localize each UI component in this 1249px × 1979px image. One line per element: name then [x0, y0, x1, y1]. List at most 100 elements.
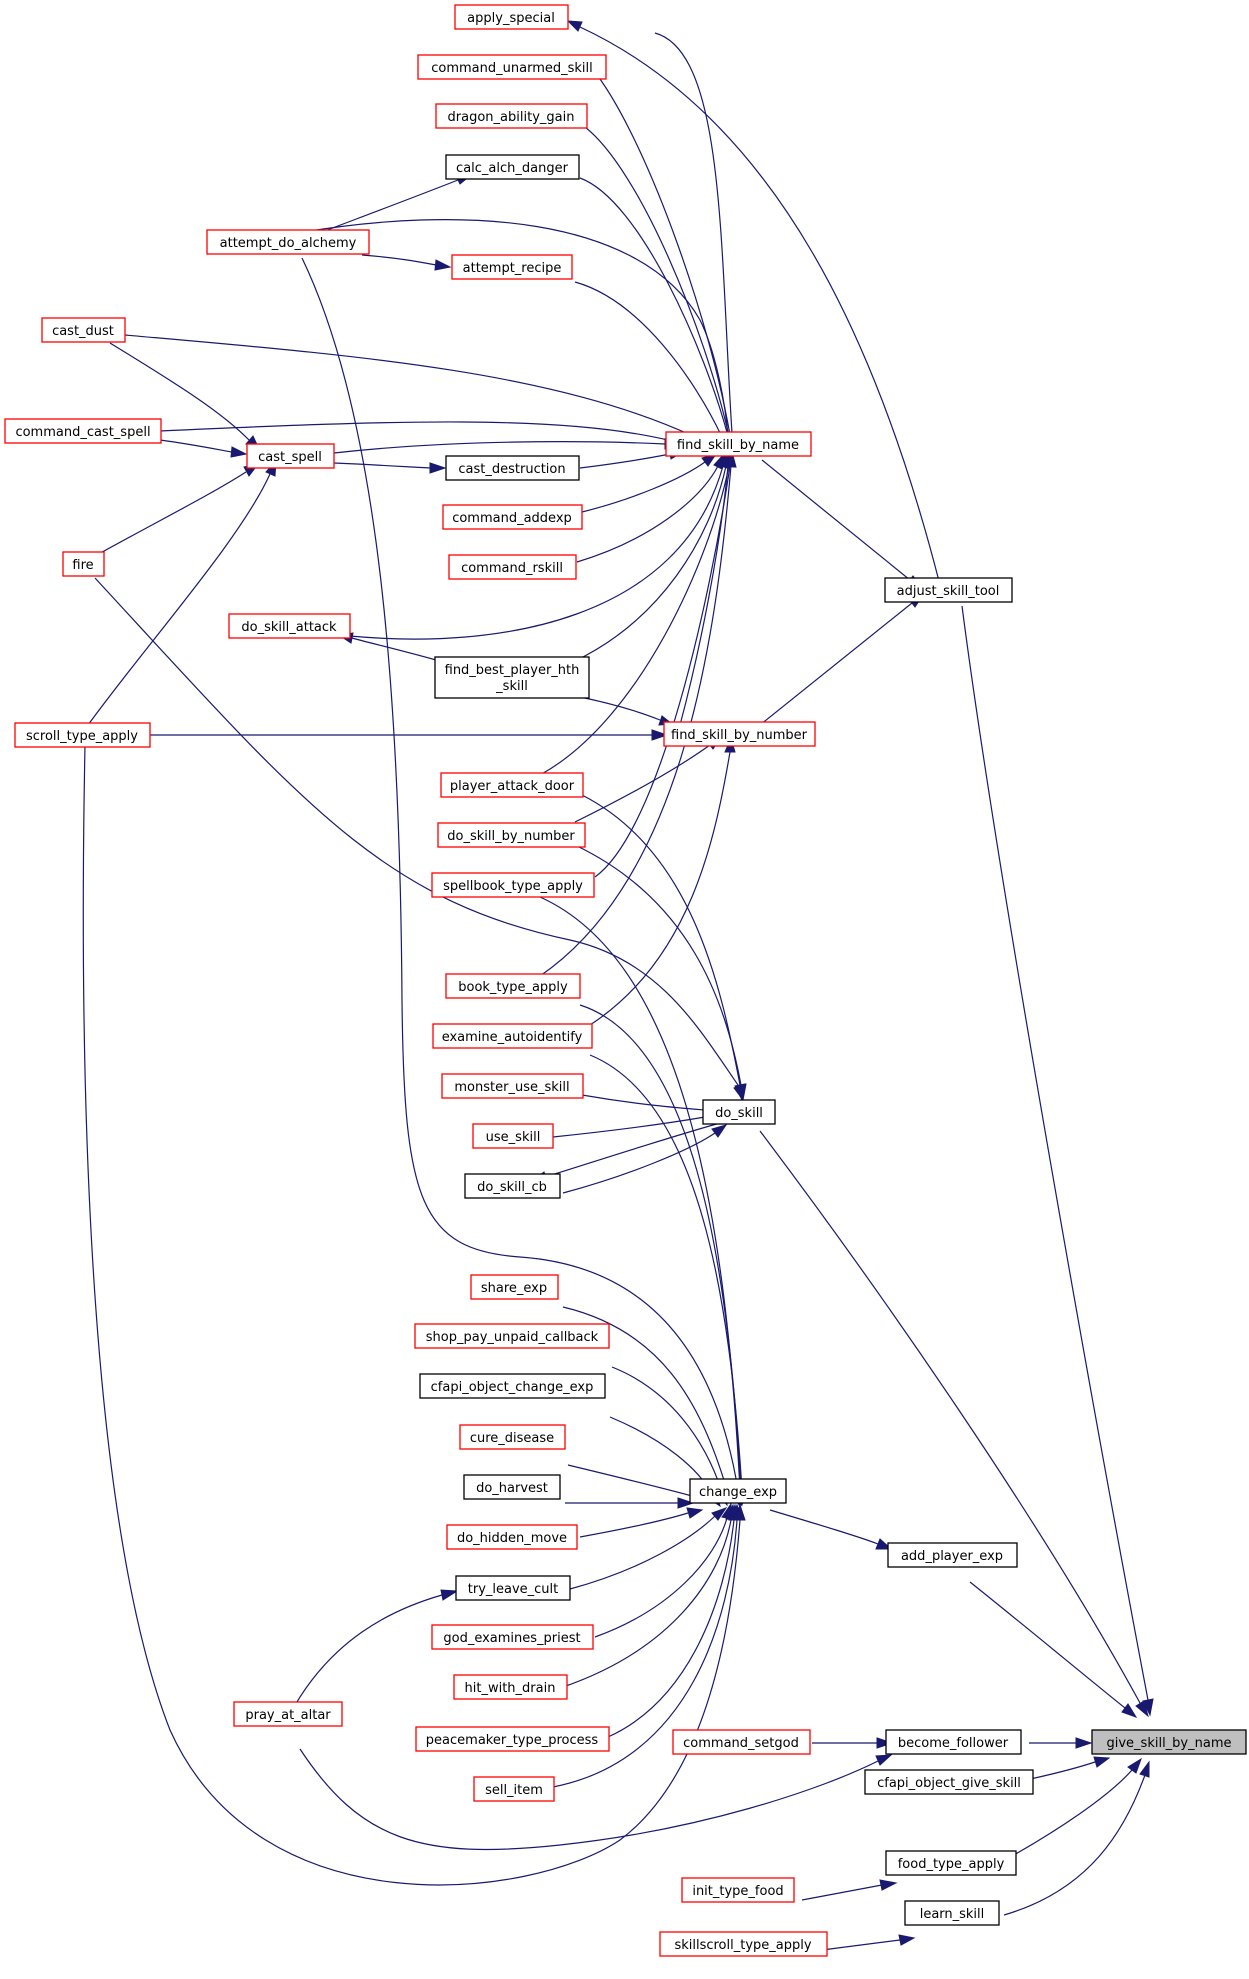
node-change_exp[interactable]: change_exp — [689, 1478, 787, 1504]
node-shop_pay_unpaid_callback[interactable]: shop_pay_unpaid_callback — [414, 1323, 610, 1349]
node-do_skill_attack[interactable]: do_skill_attack — [228, 613, 351, 639]
svg-text:do_skill: do_skill — [715, 1106, 763, 1121]
svg-text:give_skill_by_name: give_skill_by_name — [1106, 1736, 1231, 1751]
node-command_rskill[interactable]: command_rskill — [448, 554, 577, 580]
node-attempt_do_alchemy[interactable]: attempt_do_alchemy — [206, 229, 370, 255]
node-do_skill[interactable]: do_skill — [702, 1099, 776, 1125]
svg-text:scroll_type_apply: scroll_type_apply — [26, 729, 138, 744]
node-find_best_player_hth_skill[interactable]: find_best_player_hth _skill — [434, 656, 590, 699]
node-try_leave_cult[interactable]: try_leave_cult — [455, 1575, 571, 1601]
edge-spellbook_type_apply-find_skill_by_name — [594, 450, 736, 878]
node-do_skill_cb[interactable]: do_skill_cb — [464, 1173, 561, 1199]
edge-try_leave_cult-change_exp — [569, 1507, 728, 1590]
edge-add_player_exp-give_skill_by_name — [969, 1581, 1138, 1718]
edge-scroll_type_apply-cast_spell — [87, 459, 277, 726]
svg-text:do_skill_cb: do_skill_cb — [477, 1180, 547, 1195]
edge-find_best_player_hth_skill-find_skill_by_number — [574, 695, 674, 726]
svg-text:try_leave_cult: try_leave_cult — [468, 1582, 559, 1597]
node-sell_item[interactable]: sell_item — [473, 1776, 555, 1802]
edge-book_type_apply-change_exp — [579, 1004, 747, 1507]
node-command_cast_spell[interactable]: command_cast_spell — [4, 418, 162, 444]
edge-fire-do_skill — [94, 577, 744, 1102]
node-pray_at_altar[interactable]: pray_at_altar — [233, 1701, 343, 1727]
svg-text:examine_autoidentify: examine_autoidentify — [442, 1030, 583, 1045]
node-command_setgod[interactable]: command_setgod — [672, 1729, 811, 1755]
node-skillscroll_type_apply[interactable]: skillscroll_type_apply — [659, 1931, 828, 1957]
node-do_harvest[interactable]: do_harvest — [463, 1474, 561, 1500]
edge-find_skill_by_number-adjust_skill_tool — [759, 594, 925, 726]
node-god_examines_priest[interactable]: god_examines_priest — [431, 1624, 594, 1650]
node-spellbook_type_apply[interactable]: spellbook_type_apply — [431, 872, 595, 898]
svg-text:adjust_skill_tool: adjust_skill_tool — [897, 584, 1000, 599]
svg-text:calc_alch_danger: calc_alch_danger — [456, 161, 569, 176]
node-become_follower[interactable]: become_follower — [885, 1729, 1022, 1755]
edge-cast_spell-cast_destruction — [333, 462, 447, 474]
node-adjust_skill_tool[interactable]: adjust_skill_tool — [884, 577, 1013, 603]
edge-do_skill_cb-do_skill — [562, 1124, 728, 1194]
svg-text:use_skill: use_skill — [486, 1130, 541, 1145]
node-monster_use_skill[interactable]: monster_use_skill — [441, 1073, 584, 1099]
node-dragon_ability_gain[interactable]: dragon_ability_gain — [435, 103, 588, 129]
node-command_addexp[interactable]: command_addexp — [442, 504, 583, 530]
node-peacemaker_type_process[interactable]: peacemaker_type_process — [415, 1726, 610, 1752]
svg-text:find_best_player_hth: find_best_player_hth — [445, 663, 580, 678]
node-find_skill_by_number[interactable]: find_skill_by_number — [663, 721, 816, 747]
edge-apply_special-find_skill_by_name — [654, 32, 738, 450]
edge-cast_spell-find_skill_by_name — [333, 438, 682, 454]
svg-text:command_addexp: command_addexp — [452, 511, 572, 526]
node-fire[interactable]: fire — [62, 551, 105, 577]
edge-food_type_apply-give_skill_by_name — [995, 1757, 1142, 1866]
node-cure_disease[interactable]: cure_disease — [459, 1424, 566, 1450]
node-cast_dust[interactable]: cast_dust — [41, 317, 126, 343]
svg-text:monster_use_skill: monster_use_skill — [454, 1080, 569, 1095]
edge-do_skill-give_skill_by_name — [759, 1130, 1149, 1718]
svg-text:hit_with_drain: hit_with_drain — [465, 1681, 556, 1696]
edge-change_exp-add_player_exp — [769, 1509, 893, 1550]
node-hit_with_drain[interactable]: hit_with_drain — [453, 1674, 568, 1700]
svg-text:init_type_food: init_type_food — [692, 1884, 783, 1899]
node-cast_destruction[interactable]: cast_destruction — [445, 455, 580, 481]
edge-attempt_do_alchemy-calc_alch_danger — [321, 174, 473, 233]
node-calc_alch_danger[interactable]: calc_alch_danger — [445, 154, 580, 180]
node-command_unarmed_skill[interactable]: command_unarmed_skill — [417, 54, 607, 80]
edge-command_setgod-become_follower — [812, 1737, 894, 1749]
node-add_player_exp[interactable]: add_player_exp — [887, 1542, 1018, 1568]
edge-attempt_do_alchemy-attempt_recipe — [361, 254, 452, 271]
node-do_skill_by_number[interactable]: do_skill_by_number — [437, 822, 586, 848]
node-cfapi_object_give_skill[interactable]: cfapi_object_give_skill — [864, 1769, 1034, 1795]
svg-text:do_skill_by_number: do_skill_by_number — [447, 829, 575, 844]
edge-adjust_skill_tool-apply_special — [566, 20, 941, 586]
edges — [82, 20, 1154, 1951]
node-cfapi_object_change_exp[interactable]: cfapi_object_change_exp — [419, 1373, 606, 1399]
edge-adjust_skill_tool-give_skill_by_name — [961, 605, 1154, 1717]
edge-fire-cast_spell — [94, 463, 260, 557]
node-share_exp[interactable]: share_exp — [470, 1274, 559, 1300]
node-scroll_type_apply[interactable]: scroll_type_apply — [14, 722, 151, 748]
svg-text:attempt_recipe: attempt_recipe — [463, 261, 562, 276]
node-do_hidden_move[interactable]: do_hidden_move — [446, 1524, 578, 1550]
node-apply_special[interactable]: apply_special — [454, 4, 569, 30]
node-player_attack_door[interactable]: player_attack_door — [440, 772, 584, 798]
node-cast_spell[interactable]: cast_spell — [246, 443, 335, 469]
node-examine_autoidentify[interactable]: examine_autoidentify — [432, 1023, 593, 1049]
svg-text:share_exp: share_exp — [481, 1281, 547, 1296]
edge-pray_at_altar-become_follower — [299, 1748, 893, 1851]
svg-text:dragon_ability_gain: dragon_ability_gain — [448, 110, 575, 125]
node-food_type_apply[interactable]: food_type_apply — [885, 1850, 1017, 1876]
svg-text:command_rskill: command_rskill — [461, 561, 563, 576]
svg-text:command_cast_spell: command_cast_spell — [15, 425, 150, 440]
node-book_type_apply[interactable]: book_type_apply — [445, 973, 581, 999]
node-attempt_recipe[interactable]: attempt_recipe — [451, 254, 573, 280]
edge-book_type_apply-find_skill_by_name — [539, 450, 737, 977]
edge-hit_with_drain-change_exp — [562, 1503, 737, 1688]
node-init_type_food[interactable]: init_type_food — [681, 1877, 795, 1903]
svg-text:cfapi_object_change_exp: cfapi_object_change_exp — [431, 1380, 594, 1395]
svg-text:spellbook_type_apply: spellbook_type_apply — [443, 879, 583, 894]
svg-text:command_setgod: command_setgod — [683, 1736, 799, 1751]
svg-text:learn_skill: learn_skill — [920, 1907, 985, 1922]
node-find_skill_by_name[interactable]: find_skill_by_name — [665, 431, 812, 457]
node-use_skill[interactable]: use_skill — [472, 1123, 554, 1149]
edge-calc_alch_danger-find_skill_by_name — [579, 177, 734, 451]
node-learn_skill[interactable]: learn_skill — [904, 1900, 1000, 1926]
svg-text:fire: fire — [72, 558, 93, 573]
